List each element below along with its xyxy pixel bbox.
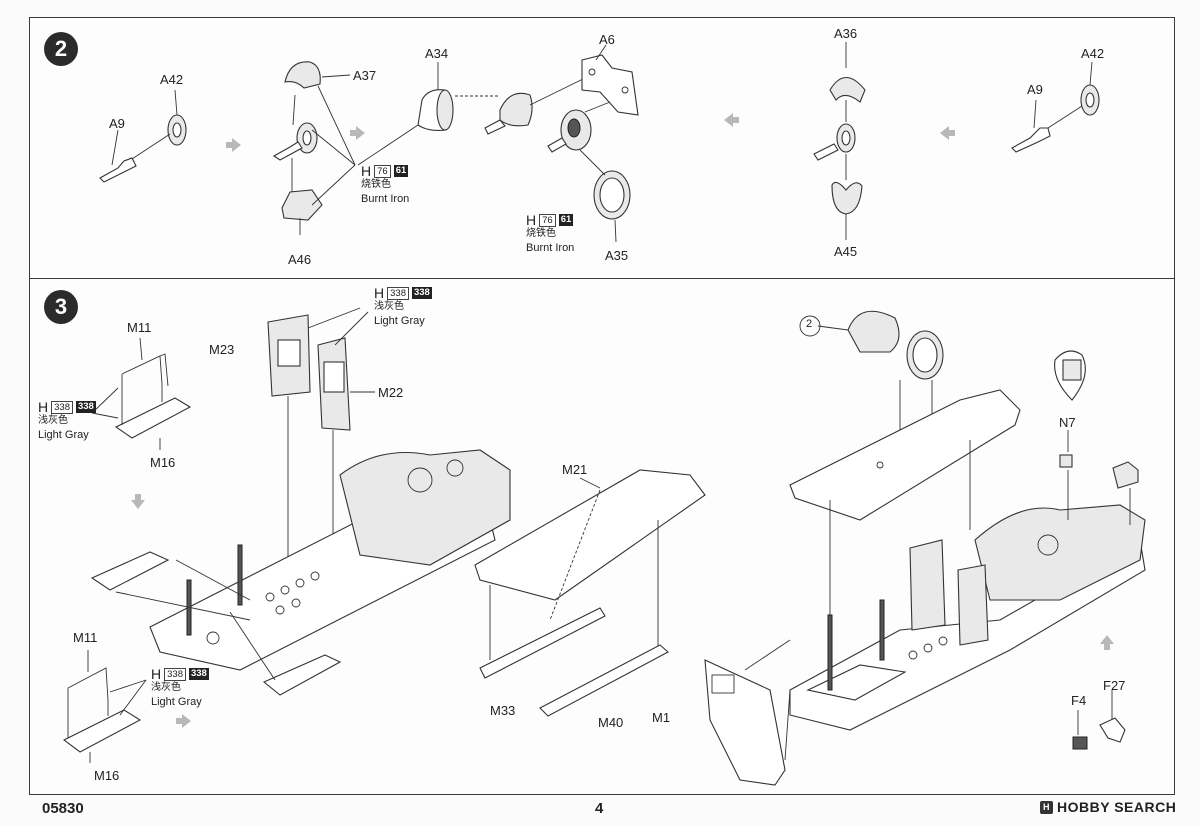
label-f4: F4: [1071, 693, 1087, 708]
paint-cn: 烧铁色: [526, 228, 556, 239]
label-m33: M33: [490, 703, 516, 718]
part-m1: [704, 639, 791, 786]
part-a45: [831, 181, 863, 240]
part-a6: [581, 44, 639, 116]
part-a35-hub: [547, 101, 611, 153]
label-m11-bottom: M11: [73, 630, 98, 645]
part-m22: [317, 311, 375, 585]
label-a6: A6: [599, 32, 615, 47]
part-a45-hub: [813, 123, 856, 180]
paint-cn: 浅灰色: [151, 682, 181, 693]
part-m33: [479, 607, 606, 679]
fuselage-right: [789, 504, 1146, 731]
paint-en: Light Gray: [374, 315, 425, 327]
label-a35: A35: [605, 248, 629, 263]
label-a45: A45: [834, 244, 858, 259]
label-a36: A36: [834, 26, 858, 41]
paint-en: Burnt Iron: [526, 242, 575, 254]
paint-code: 76: [374, 164, 391, 178]
paint-h: H: [374, 285, 385, 301]
paint-code: 76: [539, 213, 556, 227]
page-number: 4: [595, 800, 604, 817]
part-a37: [284, 61, 351, 89]
paint-h: H: [151, 666, 162, 682]
step-divider: [29, 278, 1175, 279]
part-m11-m16-bottom: [62, 650, 147, 763]
part-small-block: [1112, 461, 1139, 525]
label-n7: N7: [1059, 415, 1076, 430]
paint-cn: 浅灰色: [374, 301, 404, 312]
step-3-badge: 3: [44, 290, 78, 324]
part-m11-m16-top: [91, 337, 192, 450]
label-a9-right: A9: [1027, 82, 1043, 97]
label-m1: M1: [652, 710, 671, 725]
paint-cn: 烧铁色: [361, 179, 391, 190]
label-m16-top: M16: [150, 455, 176, 470]
part-a9-right: [1011, 99, 1083, 153]
part-f4: [1072, 710, 1088, 750]
label-ref-step-2: 2: [806, 318, 813, 330]
part-a9-left: [99, 129, 171, 183]
label-m11-top: M11: [127, 320, 152, 335]
label-a34: A34: [425, 46, 449, 61]
label-a9-left: A9: [109, 116, 125, 131]
part-m21: [474, 469, 706, 660]
part-a6-nose: [484, 77, 586, 135]
paint-code-dark: 61: [393, 165, 409, 177]
label-a42-left: A42: [160, 72, 184, 87]
label-m16-bottom: M16: [94, 768, 120, 783]
paint-en: Burnt Iron: [361, 193, 410, 205]
cockpit-floor-left: [90, 449, 511, 696]
label-m23: M23: [209, 342, 235, 357]
brand-watermark: H HOBBY SEARCH: [1040, 799, 1176, 815]
part-a34: [357, 62, 500, 166]
document-code: 05830: [42, 800, 84, 817]
paint-h: H: [361, 163, 372, 179]
paint-cn: 浅灰色: [38, 415, 68, 426]
paint-code: 338: [51, 400, 73, 414]
part-m1-floorplate: [789, 389, 1021, 640]
part-a36: [829, 42, 866, 122]
part-a46-hub: [272, 94, 318, 195]
label-m22: M22: [378, 385, 404, 400]
paint-code-dark: 61: [558, 214, 574, 226]
part-m23: [267, 307, 361, 560]
label-a42-right: A42: [1081, 46, 1105, 61]
part-a42-right: [1080, 61, 1100, 116]
paint-code: 338: [164, 667, 186, 681]
label-m21: M21: [562, 462, 588, 477]
brand-logo-icon: H: [1040, 800, 1053, 814]
part-a42-left: [167, 89, 187, 146]
label-f27: F27: [1103, 678, 1126, 693]
part-a35: [579, 149, 631, 243]
ref-step-2-cowling: [817, 310, 944, 450]
paint-h: H: [526, 212, 537, 228]
step-2-badge: 2: [44, 32, 78, 66]
part-a46: [281, 85, 356, 235]
part-f27: [1099, 690, 1126, 743]
paint-en: Light Gray: [151, 696, 202, 708]
part-n7: [1054, 350, 1086, 520]
paint-code-dark: 338: [75, 401, 96, 413]
paint-h: H: [38, 399, 49, 415]
paint-code: 338: [387, 286, 409, 300]
paint-code-dark: 338: [411, 287, 432, 299]
paint-en: Light Gray: [38, 429, 89, 441]
paint-code-dark: 338: [188, 668, 209, 680]
label-m40: M40: [598, 715, 624, 730]
label-a37: A37: [353, 68, 377, 83]
part-m40: [539, 644, 669, 717]
label-a46: A46: [288, 252, 312, 267]
brand-name: HOBBY SEARCH: [1057, 799, 1177, 815]
